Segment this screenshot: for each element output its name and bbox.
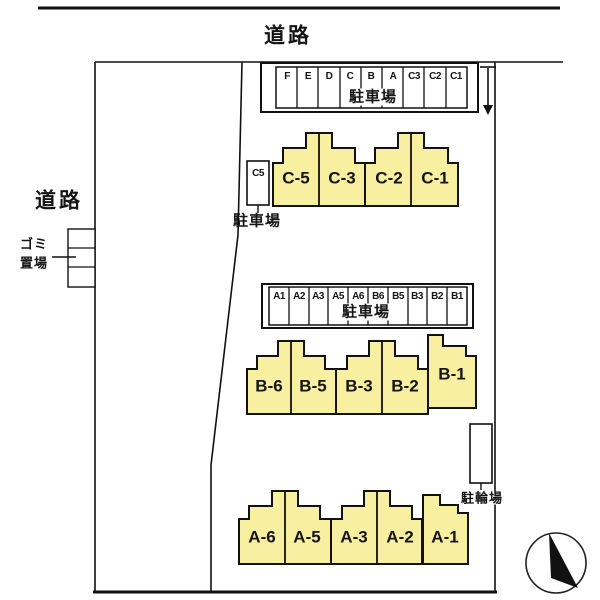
stall-label: A2 (293, 291, 305, 302)
garbage-label-line2: 置場 (19, 255, 49, 271)
stall-label: C2 (429, 71, 441, 82)
garbage-box (67, 228, 96, 288)
building-a-dividers (284, 491, 378, 564)
parking-c5-label: 駐車場 (232, 212, 282, 230)
building-label-a6: A-6 (248, 527, 276, 547)
building-b1 (427, 334, 477, 409)
north-arrow-icon (549, 533, 578, 588)
building-label-c3: C-3 (328, 168, 356, 188)
building-label-c5: C-5 (282, 168, 310, 188)
stall-label: F (284, 71, 290, 82)
stall-label: C1 (450, 71, 462, 82)
parking-top-dividers (296, 67, 447, 108)
stall-label: A6 (352, 291, 364, 302)
building-label-b2: B-2 (391, 376, 419, 396)
stall-label: B5 (392, 291, 404, 302)
building-label-a5: A-5 (293, 527, 321, 547)
building-a1 (422, 494, 469, 565)
stall-label: A5 (332, 291, 344, 302)
parking-top-label: 駐車場 (346, 88, 400, 106)
building-label-b5: B-5 (299, 376, 327, 396)
stall-label: B (367, 71, 375, 82)
stall-label: E (304, 71, 312, 82)
building-label-a1: A-1 (431, 527, 459, 547)
stall-label: C3 (408, 71, 420, 82)
building-label-b6: B-6 (255, 376, 283, 396)
road-label-top: 道路 (264, 24, 312, 48)
building-label-b3: B-3 (345, 376, 373, 396)
garbage-label-line1: ゴミ (19, 236, 49, 252)
stall-label-c5: C5 (252, 168, 264, 179)
bicycle-parking-label: 駐輪場 (459, 490, 505, 506)
stall-label: B2 (431, 291, 443, 302)
road-label-left: 道路 (35, 189, 83, 213)
stall-label: A (389, 71, 397, 82)
stall-label: B3 (411, 291, 423, 302)
stall-label: A3 (312, 291, 324, 302)
garbage-box-dividers (68, 247, 95, 268)
stall-label: B6 (372, 291, 384, 302)
stall-label: A1 (273, 291, 285, 302)
building-label-b1: B-1 (438, 364, 466, 384)
interior-boundary-line (210, 61, 243, 592)
entrance-arrow-head (483, 105, 493, 115)
stall-label: B1 (451, 291, 463, 302)
parking-middle-label: 駐車場 (339, 303, 393, 321)
building-label-a2: A-2 (386, 527, 414, 547)
building-c-dividers (318, 133, 412, 206)
building-label-a3: A-3 (340, 527, 368, 547)
stall-label: C (346, 71, 354, 82)
stall-label: D (325, 71, 333, 82)
building-b-dividers (290, 341, 383, 414)
building-label-c2: C-2 (375, 168, 403, 188)
bicycle-parking-box (469, 423, 493, 484)
building-label-c1: C-1 (421, 168, 449, 188)
